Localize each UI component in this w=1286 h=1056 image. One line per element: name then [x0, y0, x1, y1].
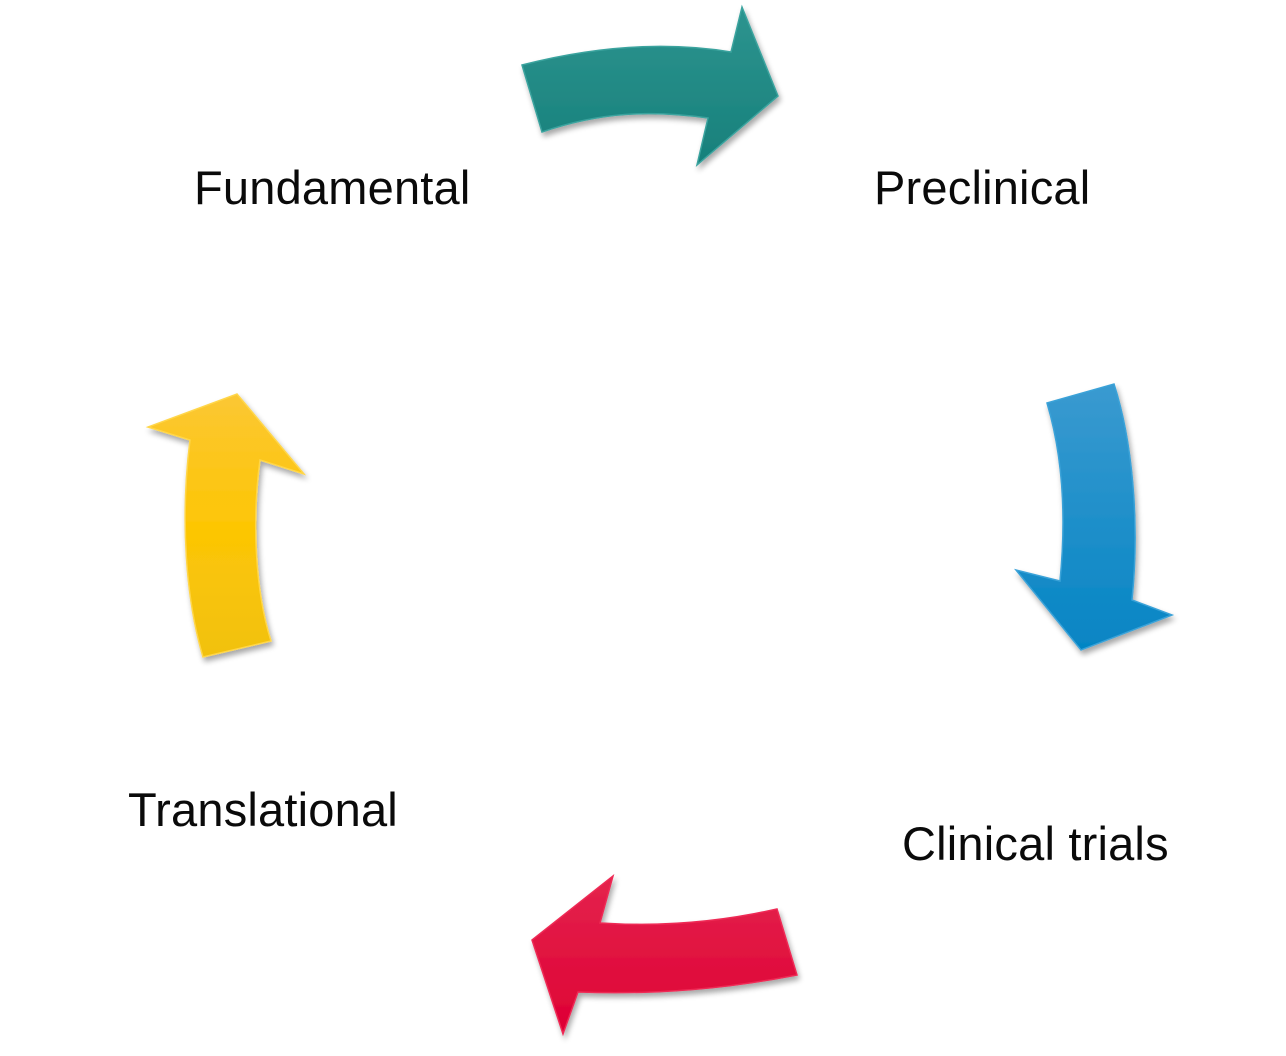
arrow-left-icon: [531, 873, 798, 1037]
arrow-right-icon: [521, 4, 779, 168]
arrow-down-icon: [1013, 383, 1175, 651]
stage-label-clinical-trials: Clinical trials: [902, 817, 1169, 870]
stage-label-preclinical: Preclinical: [874, 161, 1091, 214]
stage-label-fundamental: Fundamental: [194, 161, 471, 214]
arrow-up-icon: [145, 393, 307, 658]
stage-label-translational: Translational: [128, 783, 398, 836]
